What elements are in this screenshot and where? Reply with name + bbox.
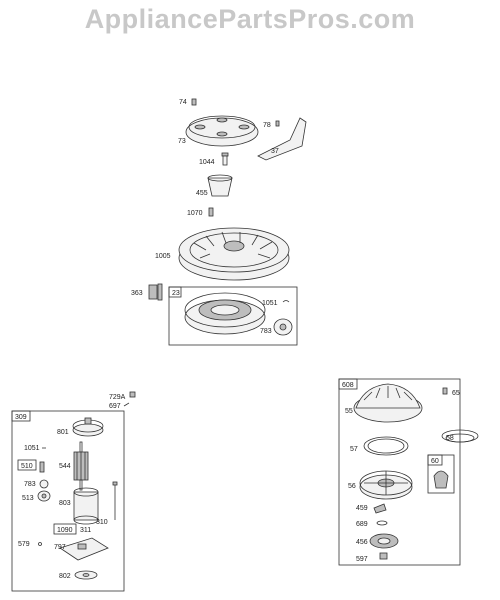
part-58-rope xyxy=(441,429,479,443)
callout-309: 309 xyxy=(15,414,27,421)
part-689-spring xyxy=(376,520,388,526)
callout-783-left: 783 xyxy=(24,481,36,488)
callout-803: 803 xyxy=(59,500,71,507)
callout-797: 797 xyxy=(54,544,66,551)
part-73-screen xyxy=(185,115,259,147)
callout-510: 510 xyxy=(21,463,33,470)
callout-1051-top: 1051 xyxy=(262,300,278,307)
callout-802: 802 xyxy=(59,573,71,580)
group-label-box-60 xyxy=(427,454,443,466)
part-783-pinion-left xyxy=(39,479,49,489)
part-597-screw xyxy=(379,552,388,560)
part-783-pinion-top xyxy=(273,318,293,336)
callout-363: 363 xyxy=(131,290,143,297)
callout-57: 57 xyxy=(350,446,358,453)
part-65-screw xyxy=(442,387,448,395)
part-802-washer xyxy=(74,570,98,580)
group-label-box-23 xyxy=(168,286,182,298)
part-801-end-cap xyxy=(72,417,104,437)
part-803-housing xyxy=(73,487,99,525)
callout-459: 459 xyxy=(356,505,368,512)
site-title: AppliancePartsPros.com xyxy=(84,4,416,34)
callout-608: 608 xyxy=(342,382,354,389)
part-697 xyxy=(123,402,130,407)
callout-455: 455 xyxy=(196,190,208,197)
group-label-box-1090 xyxy=(53,523,77,535)
callout-544: 544 xyxy=(59,463,71,470)
part-310-bolt xyxy=(112,481,118,520)
callout-597: 597 xyxy=(356,556,368,563)
part-1070-screw xyxy=(208,207,214,217)
callout-78: 78 xyxy=(263,122,271,129)
part-23-ring-gear xyxy=(184,292,266,335)
part-797-end-plate xyxy=(59,537,109,561)
part-57-spring xyxy=(363,436,409,456)
callout-58: 58 xyxy=(446,435,454,442)
callout-74: 74 xyxy=(179,99,187,106)
group-label-box-510 xyxy=(17,459,37,471)
callout-1070: 1070 xyxy=(187,210,203,217)
part-1051-clip-top xyxy=(282,300,290,303)
part-729A xyxy=(129,391,136,398)
group-box-23 xyxy=(168,286,298,346)
part-459-dog xyxy=(373,503,387,514)
callout-37: 37 xyxy=(271,148,279,155)
part-55-starter-housing xyxy=(353,383,423,423)
group-box-309 xyxy=(11,410,125,592)
part-363-bracket xyxy=(148,283,163,301)
callout-1090: 1090 xyxy=(57,527,73,534)
part-56-pulley xyxy=(359,470,413,500)
part-78-screw xyxy=(275,120,280,127)
callout-513: 513 xyxy=(22,495,34,502)
callout-456: 456 xyxy=(356,539,368,546)
callout-783-top: 783 xyxy=(260,328,272,335)
part-37-bracket xyxy=(257,117,307,161)
callout-73: 73 xyxy=(178,138,186,145)
group-label-box-309 xyxy=(11,410,31,422)
part-1005-flywheel xyxy=(178,227,290,281)
callout-311: 311 xyxy=(80,527,91,534)
callout-1051-left: 1051 xyxy=(24,445,40,452)
callout-23: 23 xyxy=(172,290,180,297)
part-544-armature xyxy=(73,441,89,491)
callout-579: 579 xyxy=(18,541,30,548)
callout-60: 60 xyxy=(431,458,439,465)
part-510-spring xyxy=(39,461,45,473)
part-513-gear xyxy=(37,490,51,502)
part-60-handle xyxy=(433,470,449,489)
part-455-cup xyxy=(207,174,233,197)
part-1044-bolt xyxy=(221,152,229,166)
group-box-608 xyxy=(338,378,461,566)
part-456-retainer xyxy=(369,533,399,549)
group-label-box-608 xyxy=(338,378,358,390)
callout-1005: 1005 xyxy=(155,253,171,260)
callout-729A: 729A xyxy=(109,394,126,401)
part-579-screw xyxy=(38,542,42,546)
callout-697: 697 xyxy=(109,403,121,410)
callout-310: 310 xyxy=(96,519,108,526)
callout-56: 56 xyxy=(348,483,356,490)
part-74-screw xyxy=(191,98,197,106)
callout-1044: 1044 xyxy=(199,159,215,166)
callout-801: 801 xyxy=(57,429,69,436)
callout-55: 55 xyxy=(345,408,353,415)
callout-65: 65 xyxy=(452,390,460,397)
callout-689: 689 xyxy=(356,521,368,528)
